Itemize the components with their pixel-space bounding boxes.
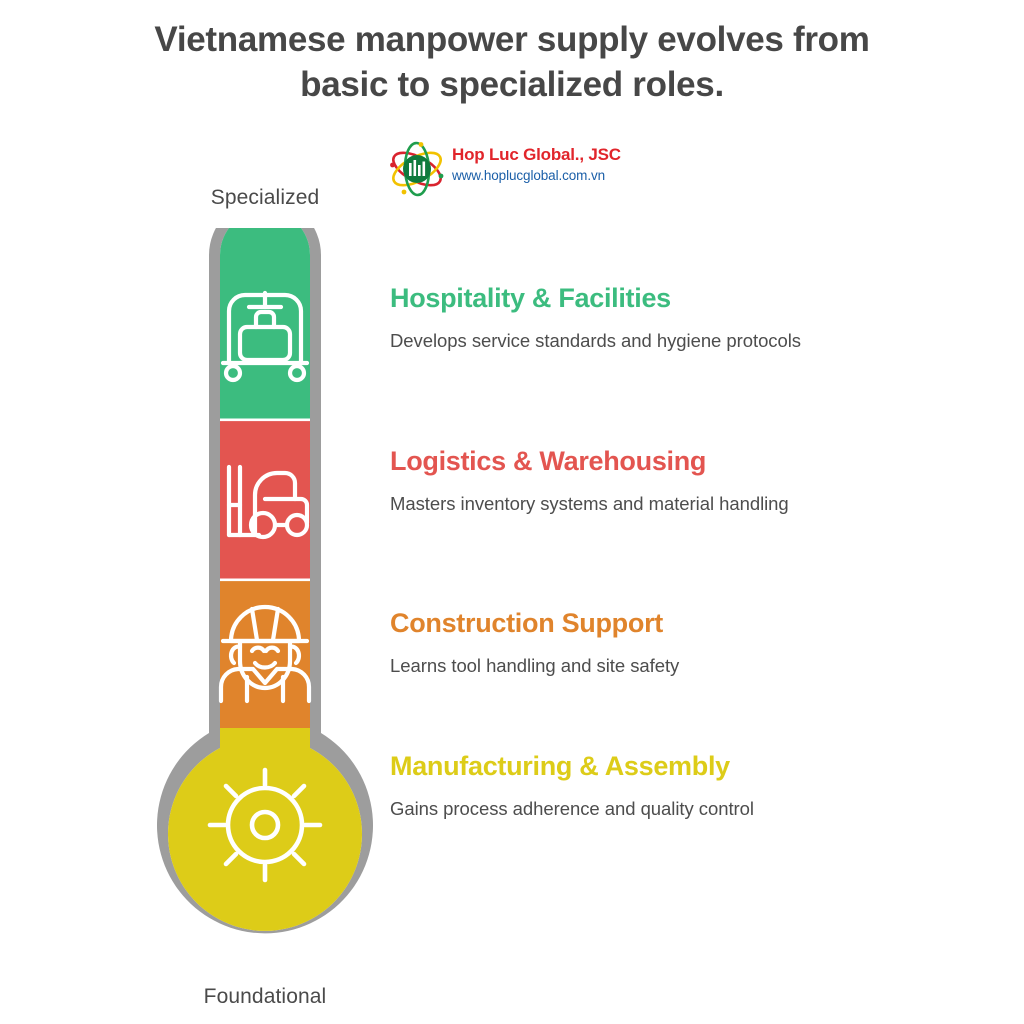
list-item-logistics: Logistics & Warehousing Masters inventor…: [390, 445, 815, 518]
scale-label-foundational: Foundational: [203, 985, 327, 1008]
company-logo: Hop Luc Global., JSC www.hoplucglobal.co…: [388, 140, 650, 198]
item-title: Logistics & Warehousing: [390, 446, 707, 476]
item-title: Hospitality & Facilities: [390, 283, 671, 313]
segment-fill-manufacturing: [167, 728, 363, 931]
atom-orbit-logo-icon: [388, 140, 446, 198]
scale-label-specialized: Specialized: [210, 186, 320, 209]
company-name: Hop Luc Global., JSC: [452, 145, 621, 164]
item-title: Manufacturing & Assembly: [390, 751, 730, 781]
logo-text-block: Hop Luc Global., JSC www.hoplucglobal.co…: [452, 144, 621, 185]
luggage-cart-icon: [220, 290, 310, 383]
item-description: Develops service standards and hygiene p…: [390, 330, 802, 352]
item-description: Gains process adherence and quality cont…: [390, 798, 754, 820]
segment-fill-construction: [167, 581, 363, 728]
forklift-icon: [226, 464, 310, 540]
thermometer-fill-group: [167, 228, 363, 931]
construction-worker-icon: [218, 604, 312, 704]
thermometer-chart: [148, 199, 384, 968]
item-description: Masters inventory systems and material h…: [390, 493, 789, 515]
list-item-manufacturing: Manufacturing & Assembly Gains process a…: [390, 750, 815, 823]
gear-sun-icon: [207, 767, 323, 883]
page-title: Vietnamese manpower supply evolves from …: [154, 20, 870, 104]
company-website[interactable]: www.hoplucglobal.com.vn: [452, 168, 606, 184]
list-item-hospitality: Hospitality & Facilities Develops servic…: [390, 282, 815, 355]
segment-fill-hospitality: [167, 228, 363, 421]
item-description: Learns tool handling and site safety: [390, 655, 680, 677]
item-title: Construction Support: [390, 608, 663, 638]
list-item-construction: Construction Support Learns tool handlin…: [390, 607, 815, 680]
